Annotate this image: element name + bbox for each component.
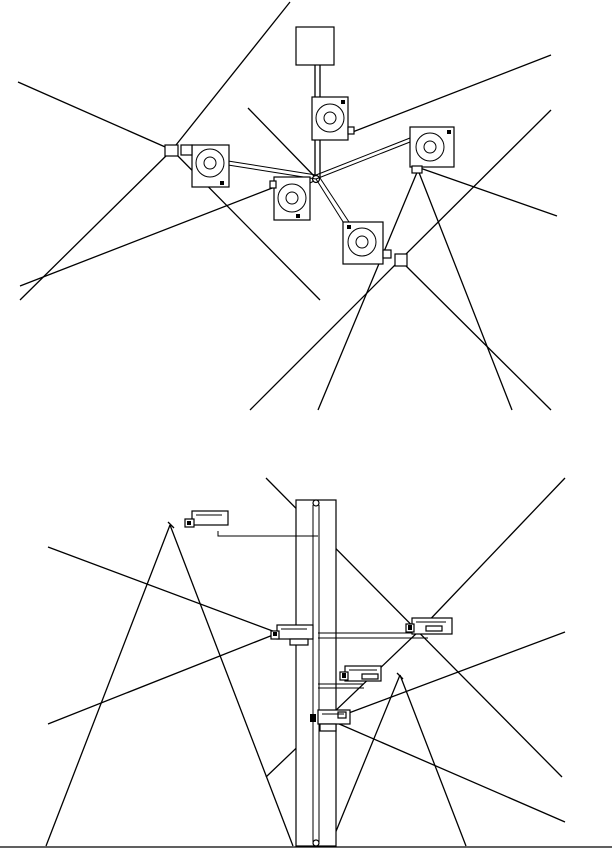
sight-line — [419, 167, 558, 217]
camera-lens-outer — [315, 103, 345, 133]
sight-line — [247, 107, 317, 179]
sight-line — [417, 169, 513, 411]
arm — [319, 177, 350, 223]
camera-unit-top — [311, 96, 355, 141]
sight-line — [265, 629, 421, 778]
sight-line — [329, 674, 401, 847]
camera-body — [276, 624, 314, 640]
camera-body — [273, 176, 311, 221]
sight-line — [399, 674, 467, 847]
camera-indicator — [296, 214, 300, 218]
camera-lens-inner — [203, 156, 217, 170]
projector-head — [164, 144, 179, 157]
camera-unit-left — [164, 144, 230, 188]
camera-indicator — [342, 673, 346, 678]
side-view — [0, 477, 612, 848]
arm — [315, 141, 411, 180]
camera-indicator — [408, 625, 412, 630]
top-view — [17, 1, 558, 411]
mast-head-box — [295, 26, 335, 66]
camera-indicator — [341, 100, 345, 104]
camera-mount — [269, 180, 277, 189]
sight-line — [19, 184, 281, 287]
camera-detail — [361, 673, 379, 680]
sight-line — [19, 149, 173, 301]
arm — [217, 531, 318, 537]
projector-head — [394, 253, 408, 267]
camera-lens-inner — [355, 235, 369, 249]
arm — [315, 137, 411, 176]
projector-tick — [167, 521, 175, 529]
camera-unit-side-2 — [270, 624, 314, 646]
sight-line — [249, 259, 401, 411]
sight-line — [171, 1, 291, 151]
projector-head — [411, 165, 423, 174]
camera-lens-outer — [277, 183, 307, 213]
arm — [227, 160, 317, 176]
sight-line — [419, 477, 566, 631]
sight-line — [399, 109, 552, 261]
camera-unit-side-4 — [339, 665, 382, 682]
camera-unit-bottom — [342, 221, 408, 267]
sight-line — [399, 259, 552, 411]
camera-mount — [347, 126, 355, 135]
camera-unit-side-3 — [405, 617, 453, 635]
sight-line — [17, 81, 173, 151]
camera-bracket — [319, 723, 337, 732]
camera-indicator — [447, 130, 451, 134]
camera-unit-side-1 — [184, 510, 229, 528]
projector-tick — [396, 672, 404, 680]
sight-line — [47, 546, 279, 634]
camera-mount — [180, 144, 193, 156]
camera-indicator — [187, 521, 191, 525]
camera-detail — [425, 625, 443, 632]
camera-indicator — [273, 632, 277, 636]
camera-indicator — [310, 714, 316, 722]
sight-line — [45, 524, 171, 847]
camera-lens-inner — [423, 140, 437, 154]
camera-unit-right — [409, 126, 455, 174]
camera-lens-inner — [285, 191, 299, 205]
sight-line — [349, 54, 552, 134]
pole — [295, 499, 337, 847]
camera-body — [311, 96, 349, 141]
arm — [315, 178, 346, 226]
sight-line — [169, 524, 294, 847]
sight-line — [317, 169, 419, 411]
camera-mount — [382, 249, 392, 259]
sight-line — [329, 719, 566, 823]
pole-bolt — [312, 839, 320, 847]
camera-lens-outer — [195, 148, 225, 178]
camera-unit-center — [269, 176, 311, 221]
camera-body — [191, 510, 229, 526]
camera-indicator — [220, 181, 224, 185]
sight-line — [329, 631, 566, 721]
camera-lens-inner — [323, 111, 337, 125]
pole-bolt — [312, 499, 320, 507]
camera-unit-side-5 — [310, 709, 351, 732]
camera-mount — [337, 711, 347, 719]
camera-body — [409, 126, 455, 168]
camera-bracket — [289, 638, 309, 646]
sight-line — [47, 632, 279, 725]
camera-lens-outer — [347, 227, 377, 257]
camera-body — [191, 144, 230, 188]
camera-lens-outer — [415, 132, 445, 162]
camera-indicator — [347, 225, 351, 229]
